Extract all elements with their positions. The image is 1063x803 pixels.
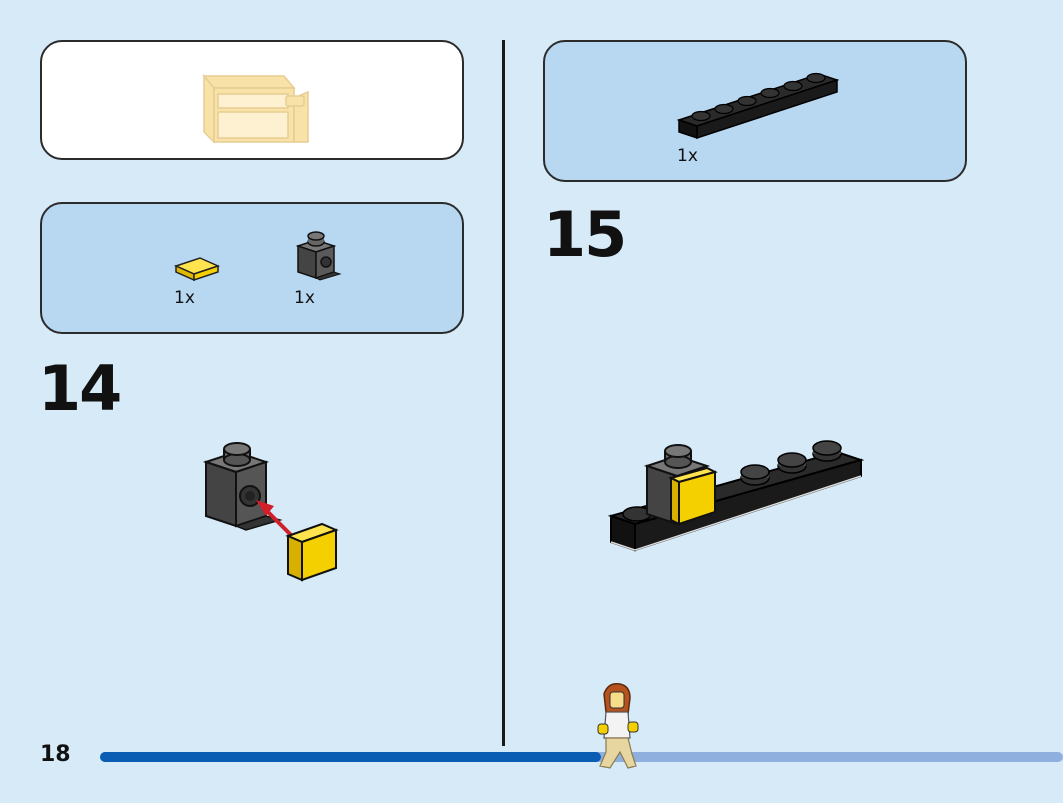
dark-gray-brick-icon bbox=[295, 231, 342, 281]
step-14-build-illustration bbox=[202, 442, 339, 582]
part-qty: 1x bbox=[294, 288, 315, 308]
minifigure-progress-marker-icon bbox=[597, 682, 639, 769]
progress-fill bbox=[100, 752, 601, 762]
part-qty: 1x bbox=[174, 288, 195, 308]
yellow-tile-icon bbox=[173, 257, 221, 282]
parts-list-step-14: 1x 1x bbox=[40, 202, 464, 334]
column-divider bbox=[502, 40, 505, 746]
cart-model-icon bbox=[202, 73, 309, 144]
part-qty: 1x bbox=[677, 146, 698, 166]
black-plate-icon bbox=[676, 72, 840, 140]
step-number: 14 bbox=[38, 352, 122, 425]
step-number: 15 bbox=[543, 198, 627, 271]
parts-list-step-15: 1x bbox=[543, 40, 967, 182]
model-preview-panel bbox=[40, 40, 464, 160]
page-number: 18 bbox=[40, 742, 71, 767]
step-15-build-illustration bbox=[607, 440, 865, 552]
